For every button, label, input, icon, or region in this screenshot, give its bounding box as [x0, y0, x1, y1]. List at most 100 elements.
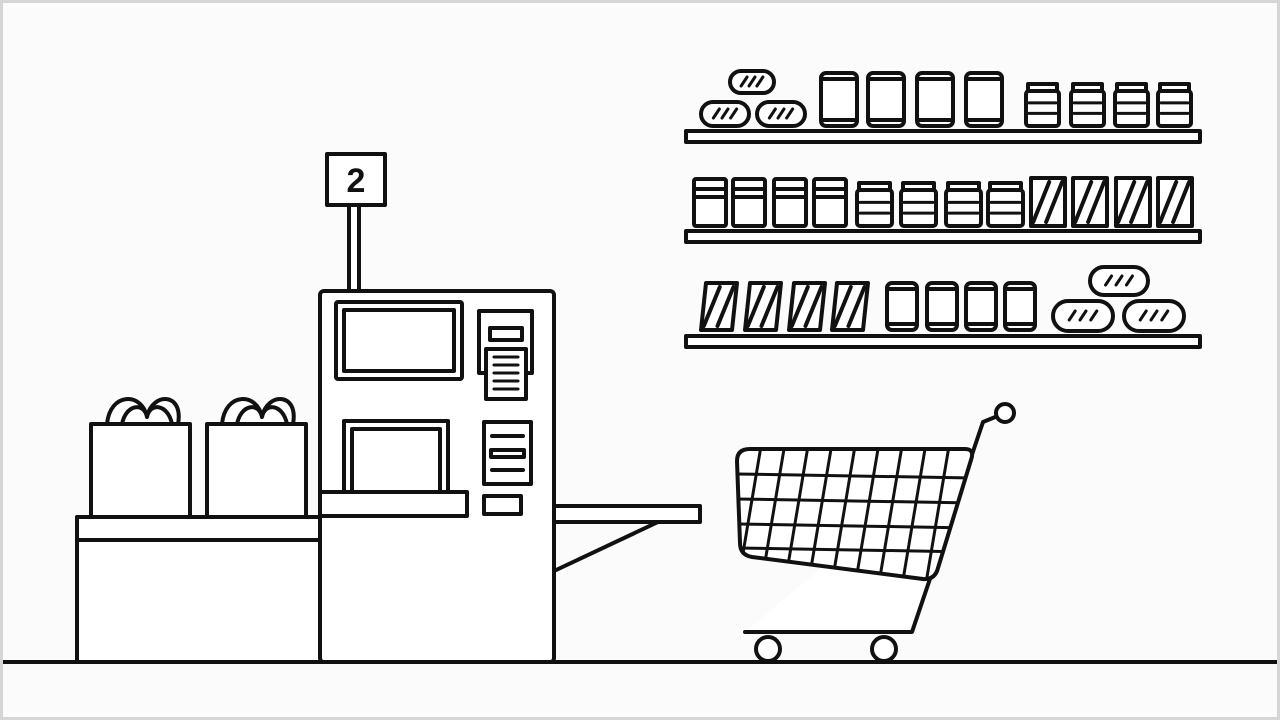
- cart-grid-wire: [901, 449, 927, 580]
- striped-box-body: [830, 281, 870, 332]
- can-icon: [915, 71, 955, 128]
- scale-tray[interactable]: [318, 490, 469, 518]
- touch-screen[interactable]: [342, 308, 456, 373]
- cart-grid-wire: [831, 449, 856, 580]
- bag-body: [205, 422, 308, 519]
- bread-loaf-icon: [1088, 265, 1150, 297]
- striped-box-icon: [830, 281, 870, 332]
- striped-box-stripe: [846, 285, 867, 328]
- jar-body: [1113, 89, 1150, 128]
- bread-score: [1067, 309, 1077, 322]
- bread-loaf-icon: [1051, 299, 1115, 333]
- striped-box-stripe: [1158, 180, 1179, 224]
- can-icon: [964, 71, 1004, 128]
- shelf-unit: [684, 69, 1202, 349]
- jar-icon: [986, 181, 1025, 228]
- striped-box-stripe: [701, 285, 722, 328]
- bread-score: [1114, 274, 1124, 287]
- striped-box-icon: [699, 281, 739, 332]
- can-icon: [925, 281, 959, 332]
- jar-body: [944, 188, 983, 228]
- striped-box-body: [699, 281, 739, 332]
- striped-box-stripe: [745, 285, 766, 328]
- box-icon: [731, 177, 767, 228]
- box-body: [812, 177, 848, 228]
- box-body: [692, 177, 728, 228]
- striped-box-icon: [787, 281, 827, 332]
- cart-handle[interactable]: [994, 402, 1016, 424]
- can-body: [925, 281, 959, 332]
- cart-grid-wire: [807, 449, 833, 580]
- bread-score: [729, 107, 739, 120]
- shopping-bag: [205, 397, 308, 519]
- striped-box-stripe: [715, 285, 736, 328]
- jar-body: [855, 188, 894, 228]
- striped-box-icon: [1156, 176, 1194, 228]
- can-body: [964, 281, 998, 332]
- jar-icon: [899, 181, 938, 228]
- bread-score: [711, 107, 721, 120]
- bread-score: [1124, 274, 1134, 287]
- jar-body: [1024, 89, 1061, 128]
- striped-box-icon: [1071, 176, 1109, 228]
- can-body: [1003, 281, 1037, 332]
- striped-box-icon: [743, 281, 783, 332]
- bread-score: [776, 107, 786, 120]
- bread-score: [720, 107, 730, 120]
- shelf-bottom-board: [684, 334, 1202, 349]
- cart-grid-wire: [878, 449, 903, 580]
- box-icon: [692, 177, 728, 228]
- bread-score: [1104, 274, 1114, 287]
- lane-sign: [325, 152, 387, 207]
- shelf-middle-board: [684, 229, 1202, 244]
- striped-box-stripe: [803, 285, 824, 328]
- bread-score: [1078, 309, 1088, 322]
- bread-loaf-icon: [755, 100, 807, 128]
- cart-grid-wire: [760, 449, 786, 580]
- sign-pole: [347, 203, 361, 293]
- jar-body: [1069, 89, 1106, 128]
- striped-box-body: [1114, 176, 1152, 228]
- striped-box-stripe: [1086, 180, 1107, 224]
- scene-canvas: 2: [3, 69, 1277, 664]
- can-body: [885, 281, 919, 332]
- cash-slot[interactable]: [482, 494, 523, 516]
- bread-score: [767, 107, 777, 120]
- can-body: [819, 71, 859, 128]
- jar-icon: [1113, 82, 1150, 128]
- bread-score: [1089, 309, 1099, 322]
- bag-handle: [235, 405, 289, 426]
- bread-score: [1149, 309, 1159, 322]
- striped-box-stripe: [1073, 180, 1094, 224]
- shopping-bag: [89, 397, 192, 519]
- cart-basket: [735, 447, 975, 582]
- jar-body: [1156, 89, 1193, 128]
- jar-icon: [855, 181, 894, 228]
- card-slot[interactable]: [489, 448, 526, 459]
- bagging-area: [75, 397, 325, 664]
- can-icon: [1003, 281, 1037, 332]
- bread-score: [1160, 309, 1170, 322]
- scanner-window: [350, 427, 442, 494]
- bread-score: [739, 75, 749, 88]
- bread-score: [747, 75, 757, 88]
- cart-wheel: [754, 635, 782, 663]
- self-checkout-kiosk: 2: [318, 152, 702, 664]
- can-icon: [819, 71, 859, 128]
- can-icon: [866, 71, 906, 128]
- shopping-cart[interactable]: [735, 402, 1016, 663]
- can-icon: [885, 281, 919, 332]
- cart-grid-wire: [925, 449, 950, 580]
- bread-loaf-icon: [699, 100, 751, 128]
- cart-wheel: [870, 635, 898, 663]
- bag-handle: [120, 405, 174, 426]
- jar-icon: [1156, 82, 1193, 128]
- striped-box-icon: [1029, 176, 1067, 228]
- jar-icon: [1069, 82, 1106, 128]
- box-icon: [772, 177, 808, 228]
- can-icon: [964, 281, 998, 332]
- lane-number: 2: [347, 162, 366, 200]
- striped-box-body: [1029, 176, 1067, 228]
- bread-loaf-icon: [1122, 299, 1186, 333]
- striped-box-body: [787, 281, 827, 332]
